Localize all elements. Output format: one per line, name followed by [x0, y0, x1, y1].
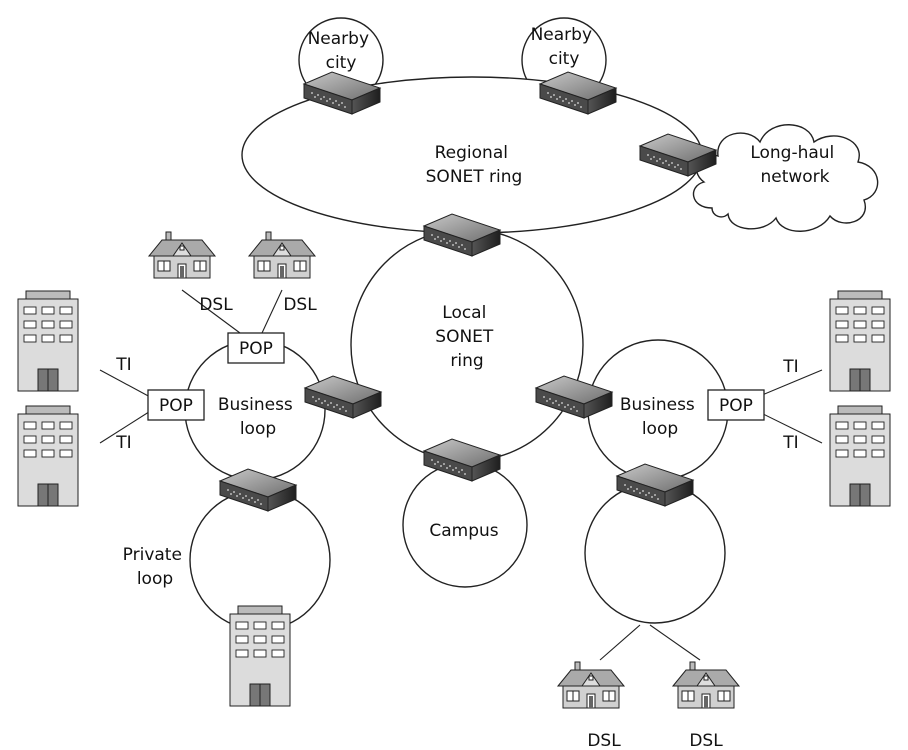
- t1-link-right-2: [754, 409, 823, 444]
- office-building-icon: [829, 290, 891, 392]
- office-building-icon: [17, 405, 79, 507]
- dsl-link-bottom-2: [649, 624, 701, 661]
- pop-label: POP: [239, 339, 273, 359]
- nearby-city-label-2: Nearby city: [531, 25, 598, 69]
- campus-label: Campus: [429, 521, 498, 541]
- t1-link-left-2: [99, 409, 153, 444]
- pop-box-upper: POP: [227, 332, 285, 364]
- dsl-link-bottom-1: [599, 624, 641, 661]
- office-building-icon: [829, 405, 891, 507]
- nearby-city-label-1: Nearby city: [308, 29, 375, 73]
- dsl-label: DSL: [587, 731, 621, 750]
- dsl-label: DSL: [689, 731, 723, 750]
- t1-link-left-1: [99, 369, 153, 399]
- dsl-link-left-2: [261, 289, 283, 334]
- t1-label: TI: [782, 433, 798, 453]
- business-loop-left-label: Business loop: [218, 395, 298, 439]
- t1-label: TI: [782, 357, 798, 377]
- pop-label: POP: [719, 396, 753, 416]
- t1-link-right-1: [754, 369, 823, 399]
- t1-label: TI: [115, 355, 131, 375]
- house-icon: [148, 231, 216, 279]
- pop-label: POP: [159, 396, 193, 416]
- business-loop-right-label: Business loop: [620, 395, 700, 439]
- office-building-icon: [17, 290, 79, 392]
- house-icon: [248, 231, 316, 279]
- pop-box-left: POP: [147, 389, 205, 421]
- dsl-label: DSL: [199, 295, 233, 315]
- private-loop-label: Private loop: [123, 545, 188, 589]
- regional-ring-label: Regional SONET ring: [426, 143, 523, 187]
- t1-label: TI: [115, 433, 131, 453]
- pop-box-right: POP: [707, 389, 765, 421]
- dsl-link-left-1: [181, 289, 241, 334]
- dsl-loop-ring: [584, 482, 726, 624]
- long-haul-label: Long-haul network: [750, 143, 839, 187]
- office-building-icon: [229, 605, 291, 707]
- connection-lines: [99, 289, 823, 661]
- dsl-label: DSL: [283, 295, 317, 315]
- local-ring-label: Local SONET ring: [435, 303, 498, 371]
- house-icon: [557, 661, 625, 709]
- house-icon: [672, 661, 740, 709]
